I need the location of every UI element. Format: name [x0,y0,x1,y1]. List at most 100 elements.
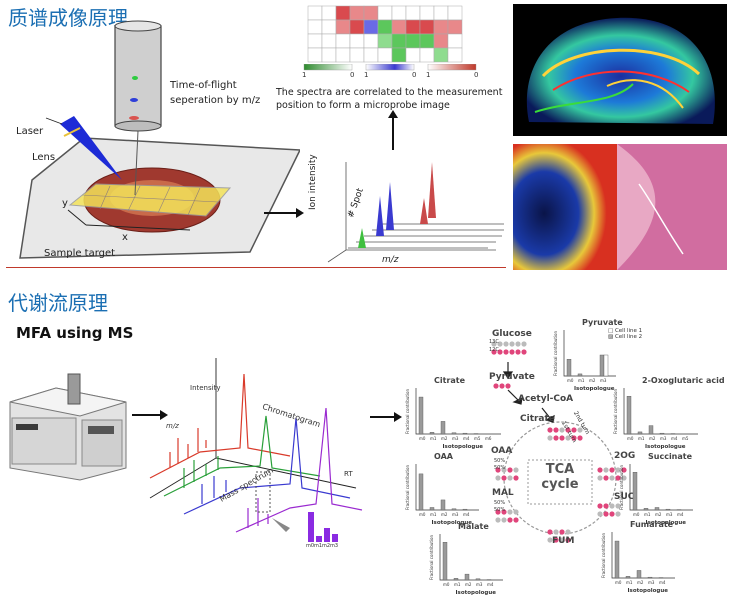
carbon-atom [547,427,552,432]
met-2og: 2OG [614,451,635,461]
carbon-atom [597,511,602,516]
tick-label: m4 [463,436,470,441]
heat-cell [378,6,392,20]
carbon-atom [609,475,614,480]
heat-cell [448,48,462,62]
carbon-atom [507,467,512,472]
met-pyruvate: Pyruvate [489,372,535,382]
carbon-atom [521,341,526,346]
heat-cell [406,6,420,20]
bar-cell-line-1 [633,472,637,510]
y-axis-label: Fractional contribution (%) [553,330,558,376]
carbon-atom [609,503,614,508]
heat-cell [378,34,392,48]
heat-cell [336,34,350,48]
heat-cell [406,20,420,34]
tof-label-2: seperation by m/z [170,95,260,106]
peak-blue-2 [386,182,394,230]
tick-label: m3 [452,436,459,441]
heat-cell [364,48,378,62]
heat-cell [336,48,350,62]
bar-cell-line-1 [666,509,670,510]
heat-cell [364,20,378,34]
met-glucose: Glucose [492,329,532,339]
carbon-atom [513,475,518,480]
bar-cell-line-1 [452,509,456,510]
c13-label: 13C [489,339,499,345]
panel-title: Fumarate [630,520,673,529]
heat-cell [336,6,350,20]
carbon-atom [515,349,520,354]
bar-cell-line-1 [567,359,571,376]
panel-title: Pyruvate [582,318,623,327]
tick-label: m1 [430,436,437,441]
bar-cell-line-1 [627,396,631,434]
y-axis-label: Fractional contribution (%) [429,534,434,580]
panel-title: Citrate [434,376,465,385]
c12-label: 12C [489,347,499,353]
ion-intensity-label: Ion intensity [308,154,318,210]
carbon-atom [509,341,514,346]
panel-title: Succinate [648,452,692,461]
carbon-atom [609,467,614,472]
tick-label: m0 [615,580,622,585]
bar-cell-line-1 [615,541,619,578]
bar-cell-line-1 [660,433,664,434]
carbon-atom [513,467,518,472]
tick-label: m2 [637,580,644,585]
brain-msi-image [513,4,727,136]
tick-label: m1 [638,436,645,441]
sample-target-label: Sample target [44,248,115,259]
spectra-heatmap-grid [300,4,476,66]
tick-label: m3 [452,512,459,517]
heat-cell [392,48,406,62]
carbon-atom [507,517,512,522]
legend-entry: ▨ Cell line 2 [608,334,642,340]
tick-label: m5 [474,436,481,441]
ms-rt-label: RT [344,470,353,478]
tick-label: m1 [644,512,651,517]
tick-label: m0 [419,512,426,517]
tick-label: m0 [567,378,574,383]
heat-cell [406,34,420,48]
carbon-atom [509,349,514,354]
x-axis-label: Isotopologue [628,588,669,594]
heat-cell [420,48,434,62]
tick-label: m2 [465,582,472,587]
bar-cell-line-1 [443,542,447,580]
bar-cell-line-1 [463,509,467,510]
carbon-atom [515,341,520,346]
heat-cell [322,48,336,62]
ms-3d-spectrum [140,348,370,558]
heat-cell [364,34,378,48]
tick-label: m6 [485,436,492,441]
bar-cell-line-1 [463,433,467,434]
peak-red-2 [428,162,436,218]
carbon-atom [507,509,512,514]
tick-label: m1 [626,580,633,585]
gcms-instrument [6,372,128,482]
heat-cell [378,20,392,34]
heat-cell [448,20,462,34]
bar-cell-line-1 [441,500,445,510]
heat-cell [308,6,322,20]
carbon-atom [503,349,508,354]
panel-title: OAA [434,452,453,461]
y-axis-label: Fractional contribution (%) [619,464,624,510]
y-axis-label: Fractional contribution (%) [405,464,410,510]
bar-cell-line-1 [419,397,423,434]
heat-cell [308,48,322,62]
section2-title: 代谢流原理 [8,287,108,316]
bar-cell-line-1 [637,570,641,578]
arrow-right-icon [262,206,306,220]
carbon-atom [597,503,602,508]
met-fum: FUM [552,536,574,546]
bar-cell-line-1 [476,579,480,580]
y-axis-label: Fractional contribution (%) [601,532,606,578]
met-acetylcoa: Acetyl-CoA [518,394,573,404]
